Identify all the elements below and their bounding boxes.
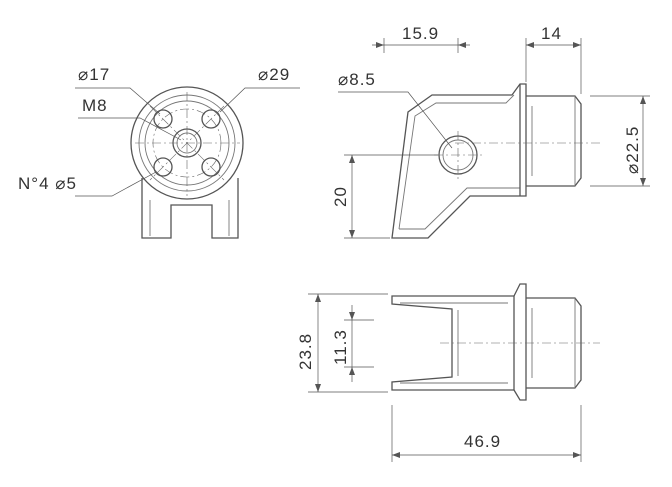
label-holes: N°4 ⌀5 xyxy=(18,174,77,193)
top-view xyxy=(391,283,600,401)
label-23-8: 23.8 xyxy=(296,333,315,370)
label-phi29: ⌀29 xyxy=(258,65,290,84)
end-view xyxy=(130,86,244,239)
label-11-3: 11.3 xyxy=(331,329,350,365)
top-view-dimensions xyxy=(308,293,582,462)
label-46-9: 46.9 xyxy=(464,432,501,451)
side-view-dimensions xyxy=(338,38,650,239)
end-view-leaders xyxy=(75,87,300,197)
label-14: 14 xyxy=(541,24,562,43)
label-phi22-5: ⌀22.5 xyxy=(623,126,642,174)
label-15-9: 15.9 xyxy=(402,24,439,43)
label-phi8-5: ⌀8.5 xyxy=(338,70,376,89)
label-m8: M8 xyxy=(82,96,108,115)
label-20: 20 xyxy=(331,186,350,207)
label-phi17: ⌀17 xyxy=(78,65,110,84)
side-view xyxy=(391,83,600,239)
